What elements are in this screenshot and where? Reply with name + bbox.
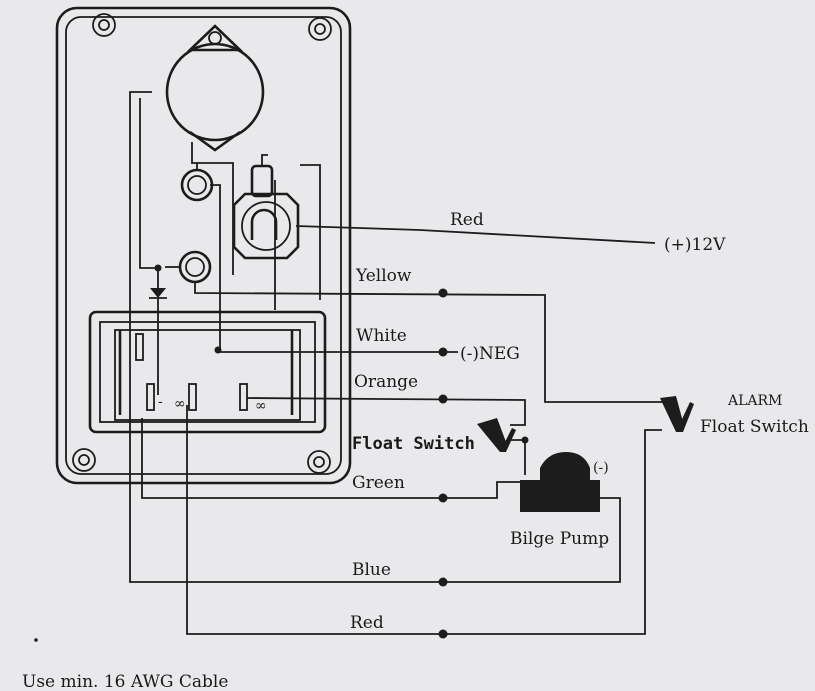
label-red-top: Red — [450, 210, 484, 230]
wire-white — [218, 347, 458, 357]
alarm-float-switch-icon — [660, 396, 694, 432]
label-yellow: Yellow — [355, 266, 412, 286]
wire-blue — [129, 350, 621, 587]
label-red-bottom: Red — [350, 613, 384, 633]
wire-red-12v — [295, 225, 656, 244]
indicator-light-icon — [178, 250, 212, 284]
screw-hole-icon — [307, 450, 331, 474]
label-white: White — [356, 326, 407, 346]
toggle-switch-icon — [232, 164, 300, 260]
label-alarm-float-switch: Float Switch — [700, 417, 809, 437]
footer-note: Use min. 16 AWG Cable — [22, 672, 228, 691]
svg-text:∞: ∞ — [255, 398, 267, 414]
breaker-icon — [165, 24, 265, 152]
wire-float-to-pump — [510, 436, 529, 475]
wire-red-bottom — [186, 405, 662, 639]
indicator-light-icon — [180, 168, 214, 202]
label-orange: Orange — [354, 372, 418, 392]
internal-wiring — [129, 91, 321, 395]
wire-orange — [246, 394, 526, 426]
label-plus-12v: (+)12V — [664, 235, 726, 255]
label-pump-neg: (-) — [593, 460, 609, 476]
switch-housing: - ∞ ∞ — [88, 310, 327, 434]
label-alarm: ALARM — [727, 393, 782, 409]
screw-hole-icon — [92, 13, 116, 37]
float-switch-icon — [477, 418, 516, 452]
label-green: Green — [352, 473, 405, 493]
switch-panel: - ∞ ∞ — [55, 6, 352, 485]
label-float-switch: Float Switch — [352, 434, 475, 454]
bilge-pump-icon — [520, 452, 600, 512]
label-blue: Blue — [352, 560, 391, 580]
svg-text:-: - — [158, 394, 163, 410]
wire-green — [141, 418, 520, 503]
diode-icon — [149, 288, 167, 299]
label-bilge-pump: Bilge Pump — [510, 529, 609, 549]
screw-hole-icon — [308, 17, 332, 41]
svg-text:∞: ∞ — [174, 396, 186, 412]
screw-hole-icon — [72, 448, 96, 472]
wire-yellow — [194, 282, 668, 403]
label-neg: (-)NEG — [460, 344, 520, 364]
